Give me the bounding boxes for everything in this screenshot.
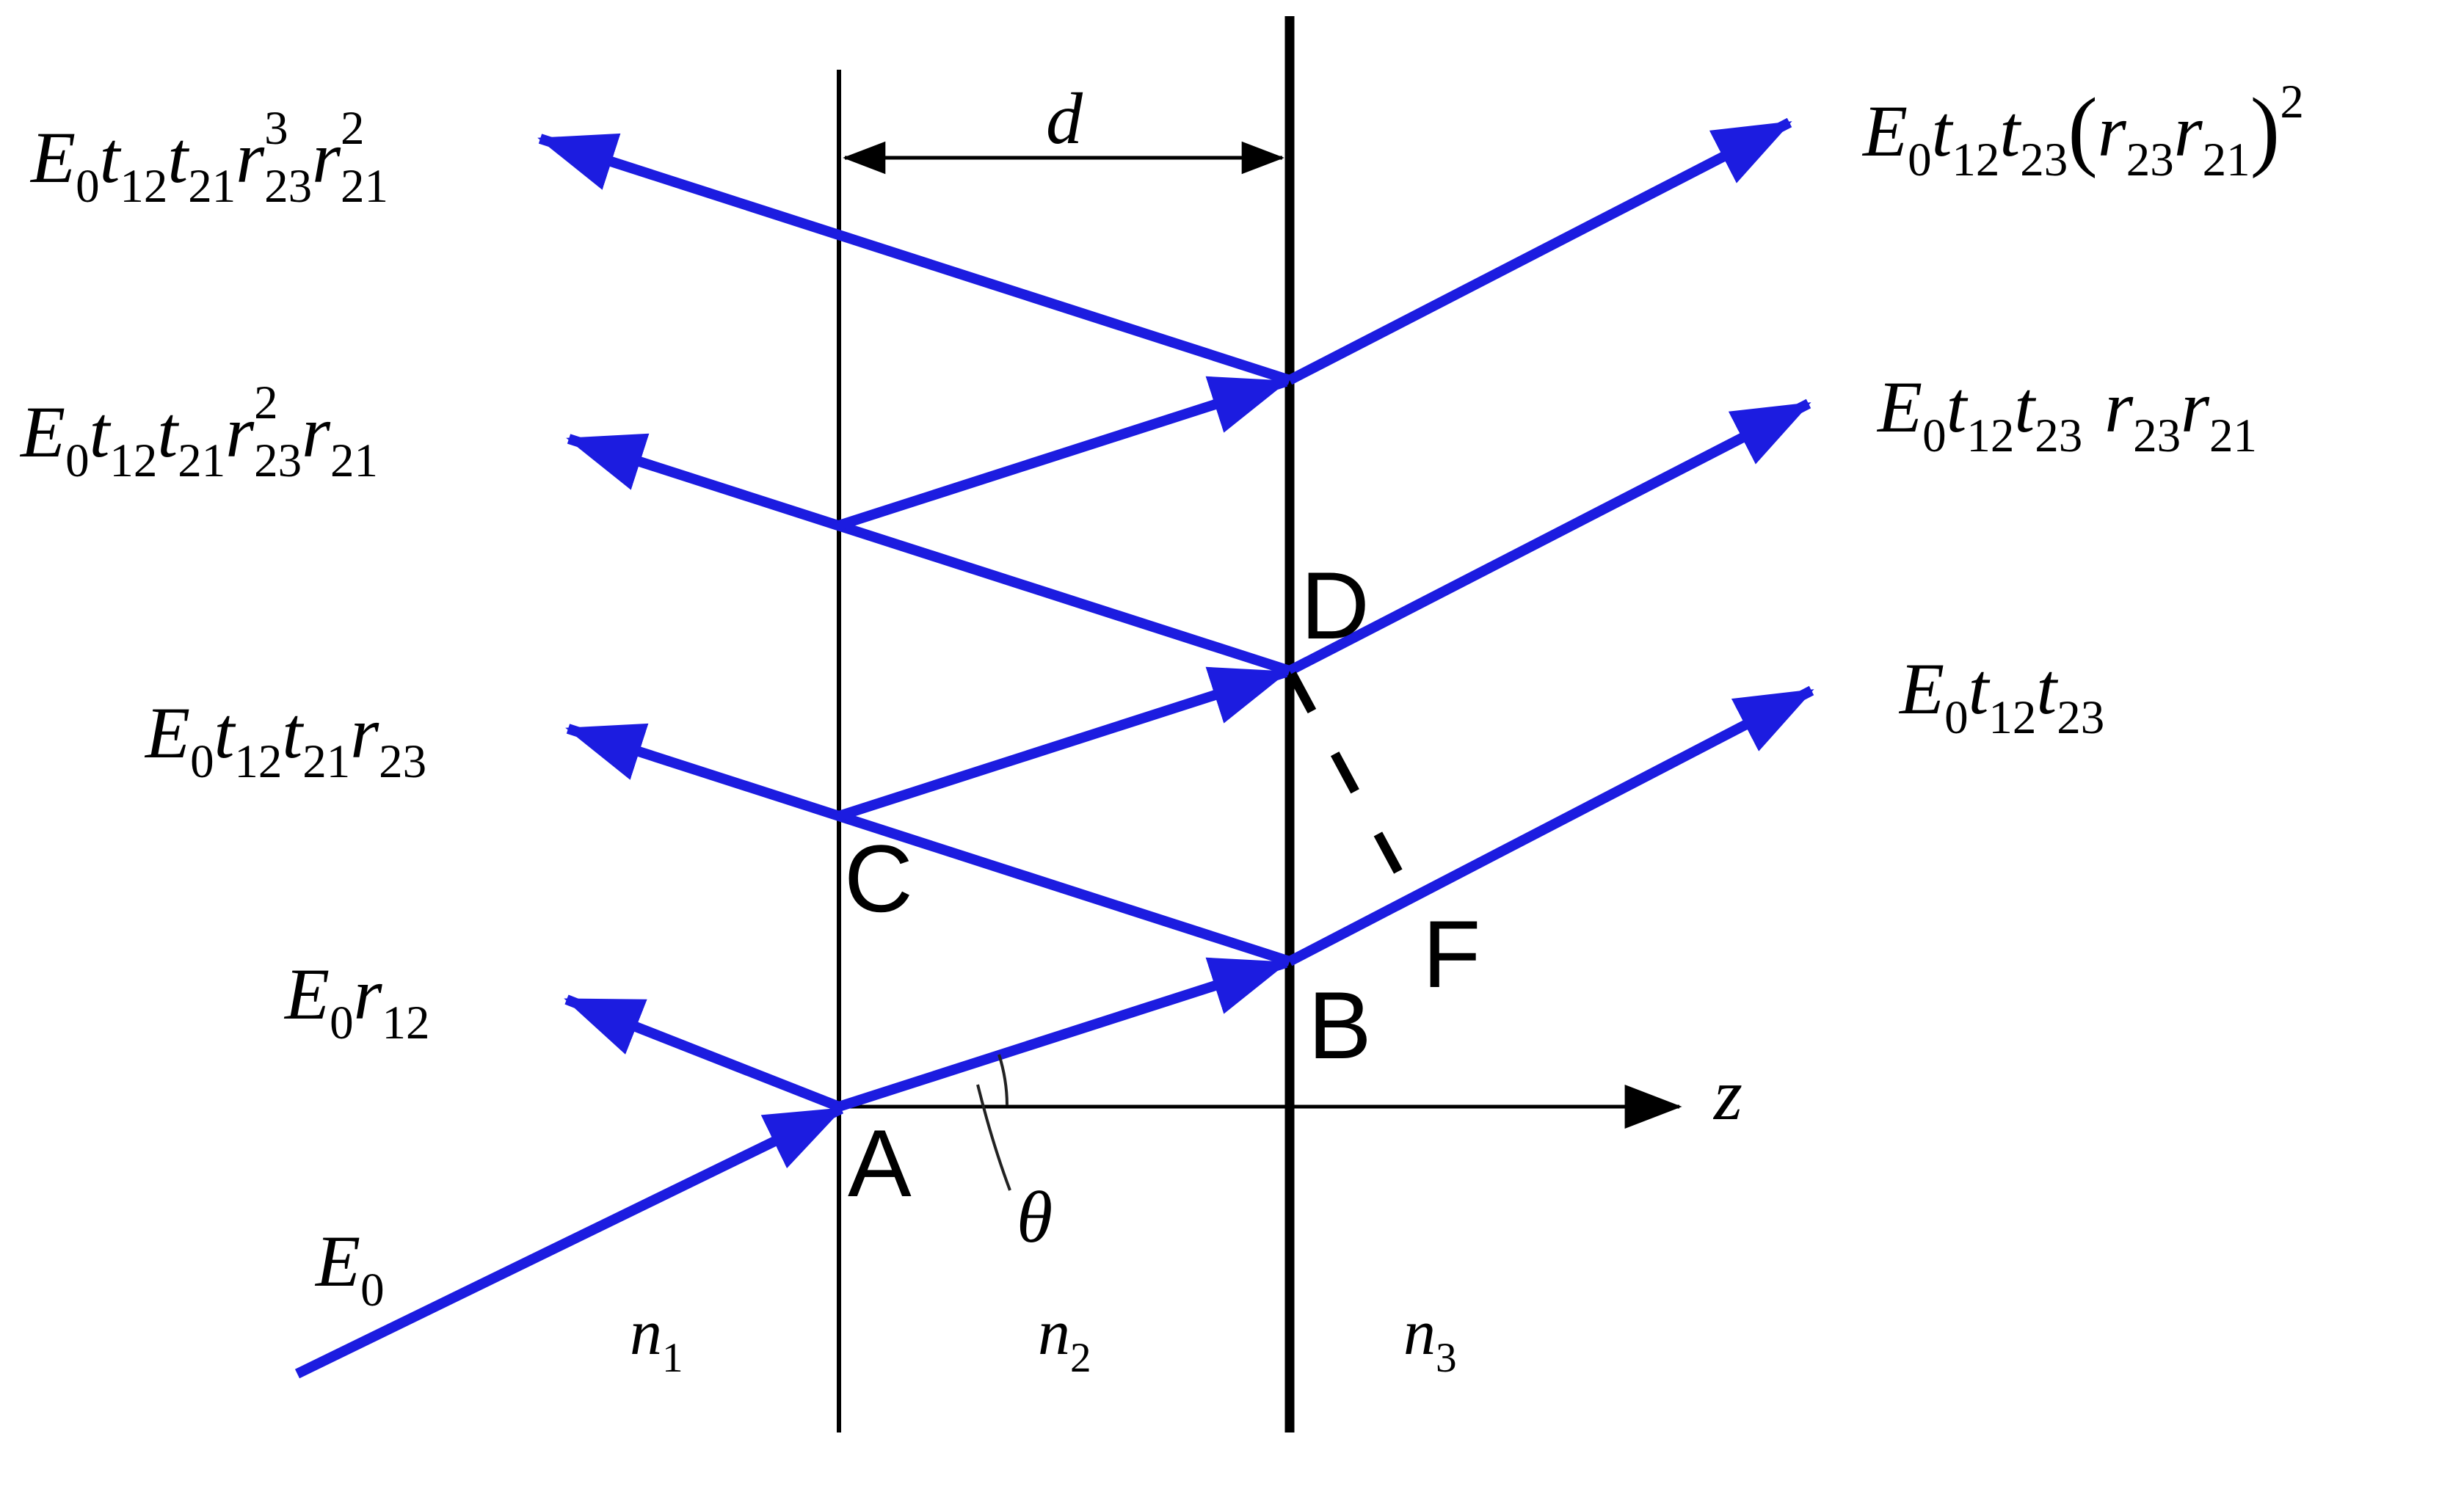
ray-exit-B-transmitted xyxy=(1287,685,1814,966)
point-label-F: F xyxy=(1422,900,1480,1008)
thickness-label: d xyxy=(1046,78,1083,159)
medium-label-n3: n3 xyxy=(1403,1297,1457,1381)
medium-label-n2: n2 xyxy=(1038,1297,1091,1381)
angle-label-theta: θ xyxy=(1017,1176,1053,1258)
field-label-transmitted-3: E0t12t23(r23r21)2 xyxy=(1861,76,2304,186)
ray-C-to-D xyxy=(837,666,1289,821)
ray-B-to-C-exit-left xyxy=(565,723,1292,966)
angle-arc xyxy=(997,1054,1009,1106)
medium-label-n1: n1 xyxy=(630,1297,683,1381)
ray-exit-D-transmitted xyxy=(1287,398,1811,676)
phase-front-dashed-line-DF xyxy=(1287,671,1422,911)
ray-incident-E0 xyxy=(294,1104,844,1379)
z-axis-label: z xyxy=(1712,1054,1742,1135)
field-label-reflected-1: E0r12 xyxy=(283,953,430,1049)
ray-exit-top-transmitted xyxy=(1287,117,1792,385)
point-label-C: C xyxy=(844,825,913,932)
ray-reflected-r12 xyxy=(564,994,841,1112)
angle-leader-line xyxy=(976,1084,1011,1191)
ray-D-to-E-exit-left xyxy=(566,433,1292,676)
point-label-A: A xyxy=(848,1110,912,1217)
field-label-reflected-2: E0t12t21r23 xyxy=(144,692,426,788)
point-label-D: D xyxy=(1301,552,1370,659)
field-label-incident-E0: E0 xyxy=(314,1220,385,1317)
ray-E-to-top xyxy=(837,376,1289,531)
point-label-B: B xyxy=(1308,972,1372,1079)
ray-A-to-B xyxy=(837,957,1289,1112)
field-label-transmitted-1: E0t12t23 xyxy=(1898,648,2104,744)
ray-top-exit-left xyxy=(537,133,1292,385)
